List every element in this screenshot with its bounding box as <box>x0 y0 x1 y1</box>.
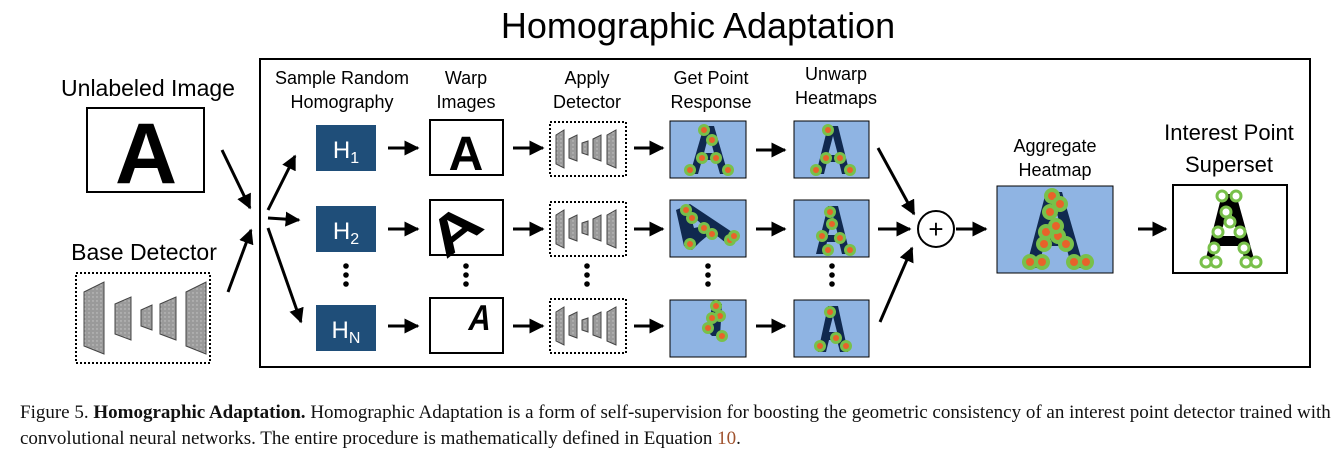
arrows-response-to-unwarp <box>756 142 787 334</box>
aggregate-heatmap <box>996 185 1114 274</box>
caption-end: . <box>736 428 741 449</box>
step-header-unwarp-line2: Heatmaps <box>795 88 877 108</box>
caption-body: Homographic Adaptation is a form of self… <box>20 402 1331 449</box>
step-header-warp-line1: Warp <box>445 68 487 88</box>
arrow-fan-to-h1 <box>266 154 297 211</box>
homography-hn: HN <box>316 305 376 351</box>
arrows-h-to-warp <box>388 140 420 334</box>
arrow-fan-to-hn <box>266 227 304 324</box>
diagram-title: Homographic Adaptation <box>501 5 895 46</box>
arrows-warp-to-apply <box>513 140 545 334</box>
warped-image-1: A <box>429 119 504 181</box>
arrows-to-sum <box>876 147 916 323</box>
sum-node: + <box>917 210 955 248</box>
hn-base: H <box>332 317 349 344</box>
detector-box-n <box>549 298 627 354</box>
superset-box <box>1172 184 1288 274</box>
response-heatmap-1 <box>669 120 747 179</box>
arrow-fan-to-h2 <box>267 211 301 227</box>
unlabeled-image-box <box>86 107 205 193</box>
h1-sub: 1 <box>350 150 359 167</box>
svg-text:HN: HN <box>332 317 361 347</box>
step-header-warp-line2: Images <box>436 92 495 112</box>
sum-symbol: + <box>928 214 943 244</box>
unwarped-heatmap-2 <box>793 199 870 258</box>
step-header-sample-line2: Homography <box>290 92 393 112</box>
step-header-sample: Sample Random Homography <box>275 68 409 112</box>
homography-h2: H2 <box>316 206 376 252</box>
svg-text:H2: H2 <box>333 218 359 248</box>
warped-image-1-letter: A <box>449 128 484 181</box>
aggregate-label-line1: Aggregate <box>1013 136 1096 156</box>
svg-text:H1: H1 <box>333 137 359 167</box>
base-detector-label: Base Detector <box>71 239 217 265</box>
detector-box-2 <box>549 201 627 257</box>
warped-image-n: A <box>429 297 504 354</box>
step-header-response-line2: Response <box>670 92 751 112</box>
step-header-apply-line1: Apply <box>564 68 609 88</box>
step-header-apply: Apply Detector <box>553 68 621 112</box>
procedure-frame <box>259 58 1311 368</box>
base-detector-network-icon <box>83 281 207 355</box>
step-header-sample-line1: Sample Random <box>275 68 409 88</box>
step-header-warp: Warp Images <box>436 68 495 112</box>
figure-caption: Figure 5. Homographic Adaptation. Homogr… <box>20 400 1336 452</box>
step-header-response: Get Point Response <box>670 68 751 112</box>
unwarped-heatmap-n <box>793 299 870 358</box>
step-header-apply-line2: Detector <box>553 92 621 112</box>
aggregate-label-line2: Heatmap <box>1018 160 1091 180</box>
h1-base: H <box>333 137 350 164</box>
arrow-detector-to-merge <box>226 228 254 293</box>
hn-sub: N <box>349 330 361 347</box>
unlabeled-image-letter: A <box>115 106 177 202</box>
unlabeled-image-label: Unlabeled Image <box>61 75 235 101</box>
response-heatmap-n <box>669 299 747 358</box>
superset-label-line1: Interest Point <box>1164 120 1294 145</box>
homography-h1: H1 <box>316 125 376 171</box>
h2-sub: 2 <box>350 231 359 248</box>
arrows-apply-to-response <box>634 140 665 334</box>
caption-equation-link[interactable]: 10 <box>717 428 737 449</box>
arrow-image-to-merge <box>220 149 252 210</box>
step-header-unwarp-line1: Unwarp <box>805 64 867 84</box>
homographic-adaptation-diagram: Homographic Adaptation Unlabeled Image A… <box>61 5 1311 368</box>
h2-base: H <box>333 218 350 245</box>
ellipsis-dots <box>343 263 835 287</box>
unwarped-heatmap-1 <box>793 120 870 179</box>
caption-title: Homographic Adaptation. <box>93 402 306 423</box>
step-header-response-line1: Get Point <box>673 68 748 88</box>
detector-box-1 <box>549 121 627 177</box>
superset-label-line2: Superset <box>1185 152 1273 177</box>
caption-figure-number: Figure 5. <box>20 402 89 423</box>
warped-image-2: A <box>417 191 504 269</box>
step-header-unwarp: Unwarp Heatmaps <box>795 64 877 108</box>
response-heatmap-2 <box>669 199 747 258</box>
